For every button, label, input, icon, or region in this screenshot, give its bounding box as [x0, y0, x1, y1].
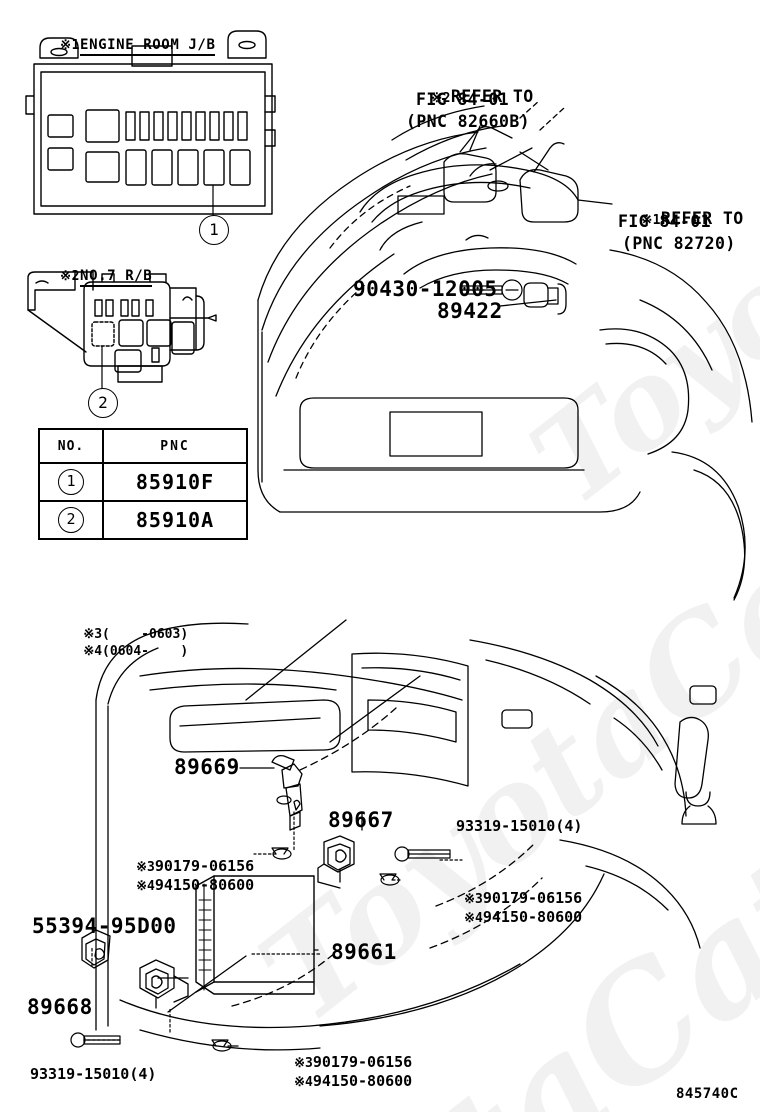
fastener-label-upper-left-2: ※494150-80600 [100, 859, 254, 912]
legend-no-cell: 2 [38, 500, 104, 540]
legend-pnc-cell: 85910F [102, 462, 248, 502]
reference-note-82720: ※1REFER TO [600, 190, 744, 248]
fastener-number: 90179-06156 [154, 856, 255, 875]
section-title-text: ENGINE ROOM J/B [80, 36, 216, 56]
reference-line-2: FIG 84-01 [416, 90, 510, 109]
note-star: ※4 [294, 1074, 313, 1090]
section-title-text: NO.7 R/B [80, 267, 153, 287]
fastener-number: 94150-80600 [154, 875, 255, 894]
section-title-no7-rb: ※2NO.7 R/B [24, 251, 153, 301]
fastener-number: 90179-06156 [482, 888, 583, 907]
watermark: ToyotaCatMin.ru [104, 465, 760, 1112]
part-label-89661: 89661 [331, 940, 397, 964]
bolt-label-93319-bottom: 93319-15010(4) [30, 1065, 157, 1083]
legend-table: NO. PNC 1 85910F 2 85910A [38, 428, 248, 540]
fastener-label-bottom-2: ※494150-80600 [258, 1055, 412, 1108]
part-label-89667: 89667 [328, 808, 394, 832]
part-label-89668: 89668 [27, 995, 93, 1019]
note-star: ※3 [464, 891, 483, 907]
fastener-label-upper-left-1: ※390179-06156 [100, 840, 254, 893]
fastener-number: 90179-06156 [312, 1052, 413, 1071]
part-label-90430-12005: 90430-12005 [353, 277, 498, 301]
column-header-no: NO. [38, 428, 104, 464]
bolt-label-93319-right: 93319-15010(4) [456, 817, 583, 835]
fastener-number: 94150-80600 [312, 1071, 413, 1090]
part-label-89422: 89422 [437, 299, 503, 323]
sensor-89668-art [139, 959, 189, 1009]
note-star: ※2 [431, 91, 451, 107]
reference-line-3: (PNC 82720) [622, 234, 736, 253]
circle-number: 1 [58, 469, 84, 495]
date-note-4: ※4(0604- ) [52, 629, 188, 675]
figure-code: 845740C [676, 1086, 739, 1102]
fastener-number: 94150-80600 [482, 907, 583, 926]
note-star: ※1 [60, 37, 81, 53]
legend-no-cell: 1 [38, 462, 104, 502]
table-row: 1 85910F [38, 462, 248, 502]
sensor-89667-art [317, 835, 355, 889]
table-header-row: NO. PNC [38, 428, 248, 464]
reference-line-1: REFER TO [660, 209, 744, 229]
circle-number: 2 [58, 507, 84, 533]
note-star: ※1 [641, 213, 661, 229]
watermark: ToyotaCatMin.ru [505, 0, 760, 533]
note-star: ※4 [464, 910, 483, 926]
balloon-item-2[interactable]: 2 [88, 388, 118, 418]
reference-line-1: REFER TO [450, 87, 534, 107]
table-row: 2 85910A [38, 500, 248, 540]
vehicle-front-view-art [257, 99, 753, 601]
part-label-89669: 89669 [174, 755, 240, 779]
cabin-interior-art [95, 619, 717, 1051]
section-title-engine-room-jb: ※1ENGINE ROOM J/B [24, 20, 216, 70]
date-note-range: (0604- ) [102, 644, 189, 660]
note-star: ※3 [136, 859, 155, 875]
reference-line-2: FIG 84-01 [618, 212, 712, 231]
legend-pnc-cell: 85910A [102, 500, 248, 540]
note-star: ※3 [83, 627, 103, 643]
date-note-range: ( -0603) [102, 627, 189, 643]
sensor-89422-art [523, 282, 567, 315]
note-star: ※3 [294, 1055, 313, 1071]
part-label-55394-95D00: 55394-95D00 [32, 914, 177, 938]
note-star: ※2 [60, 268, 81, 284]
date-note-3: ※3( -0603) [52, 612, 188, 658]
note-star: ※4 [136, 878, 155, 894]
note-star: ※4 [83, 644, 103, 660]
balloon-item-1[interactable]: 1 [199, 215, 229, 245]
fastener-label-bottom-1: ※390179-06156 [258, 1036, 412, 1089]
reference-note-82660b: ※2REFER TO [390, 68, 534, 126]
column-header-pnc: PNC [102, 428, 248, 464]
reference-line-3: (PNC 82660B) [406, 112, 531, 131]
fastener-label-right-1: ※390179-06156 [428, 872, 582, 925]
sensor-89669-art [271, 754, 303, 831]
fastener-label-right-2: ※494150-80600 [428, 891, 582, 944]
